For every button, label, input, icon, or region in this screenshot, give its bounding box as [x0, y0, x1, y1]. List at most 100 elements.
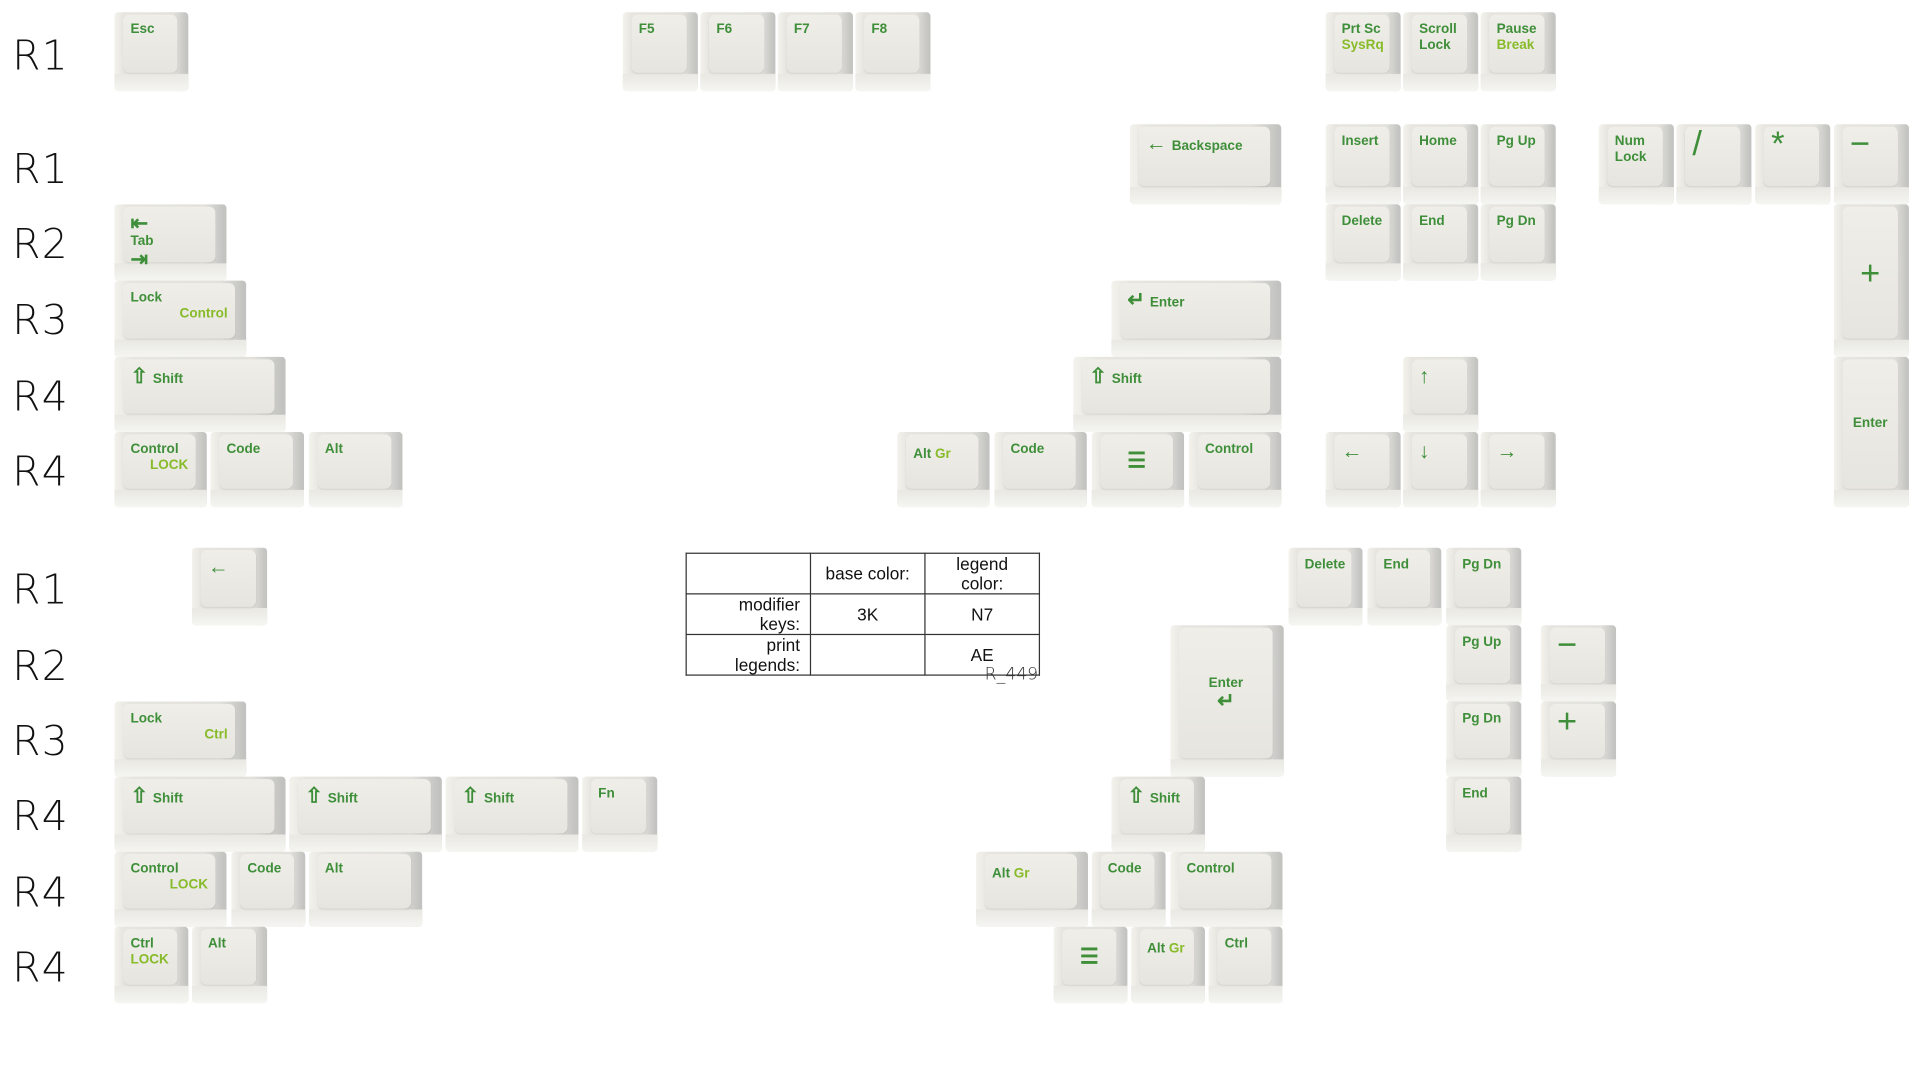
keycap-pg-up[interactable]: Pg Up: [1446, 625, 1522, 702]
keycap-f7[interactable]: F7: [777, 12, 853, 92]
keycap-end[interactable]: End: [1446, 776, 1522, 852]
key-legend: Ctrl: [130, 936, 154, 952]
key-legend: +: [1860, 252, 1881, 292]
keycap-backspace[interactable]: ←Backspace: [1129, 124, 1282, 205]
keycap-enter[interactable]: ↵Enter: [1111, 280, 1282, 357]
keycap-face: Alt: [317, 854, 412, 909]
keycap-f6[interactable]: F6: [700, 12, 776, 92]
key-legend: Enter: [1149, 295, 1185, 311]
keycap-enter[interactable]: Enter↵: [1170, 625, 1284, 777]
keycap--[interactable]: +: [1540, 701, 1617, 777]
keycap-insert[interactable]: Insert: [1325, 124, 1401, 205]
keycap-alt[interactable]: Alt: [308, 851, 423, 927]
keycap-face: Alt: [200, 929, 257, 985]
keycap-alt[interactable]: Alt: [192, 926, 268, 1004]
keycap-face: Enter: [1842, 359, 1898, 489]
keycap-enter[interactable]: Enter: [1833, 356, 1909, 508]
keycap-icon[interactable]: ↑: [1403, 356, 1479, 433]
keycap-icon[interactable]: ☰: [1091, 432, 1185, 508]
keycap-icon[interactable]: ←: [192, 547, 268, 626]
keycap-shift[interactable]: ⇧Shift: [445, 776, 579, 852]
shift-icon: ⇧: [130, 784, 149, 808]
keycap-alt[interactable]: Alt: [308, 432, 403, 508]
keycap-code[interactable]: Code: [231, 851, 306, 927]
render-code: R_449: [984, 664, 1039, 685]
key-legend: −: [1849, 124, 1871, 163]
left-arrow-icon: ←: [1145, 131, 1167, 156]
keycap-end[interactable]: End: [1403, 204, 1479, 281]
keycap-face: +: [1549, 703, 1605, 759]
keycap-end[interactable]: End: [1367, 547, 1442, 626]
keycap-tab[interactable]: ⇤Tab⇥: [114, 204, 227, 281]
keycap-code[interactable]: Code: [994, 432, 1087, 508]
table-cell: modifier keys:: [685, 593, 812, 636]
keycap-shift[interactable]: ⇧Shift: [114, 356, 286, 433]
keycap-pg-up[interactable]: Pg Up: [1480, 124, 1556, 205]
keycap--[interactable]: *: [1755, 124, 1831, 205]
keycap-code[interactable]: Code: [210, 432, 305, 508]
row-label: R4: [12, 943, 69, 992]
key-legend: Lock: [130, 290, 163, 306]
key-legend: Num: [1614, 134, 1645, 149]
keycap-icon[interactable]: ↓: [1403, 432, 1479, 508]
shift-icon: ⇧: [1127, 784, 1145, 808]
keycap-control[interactable]: Control: [1170, 851, 1283, 927]
keycap--[interactable]: +: [1833, 204, 1909, 357]
row-label: R3: [12, 716, 69, 765]
keycap-shift[interactable]: ⇧Shift: [1073, 356, 1282, 433]
key-sublegend: Gr: [1013, 866, 1030, 882]
table-cell: N7: [924, 593, 1041, 636]
keycap-shift[interactable]: ⇧Shift: [289, 776, 442, 852]
keycap-code[interactable]: Code: [1091, 851, 1166, 927]
tab-right-icon: ⇥: [130, 247, 149, 271]
table-cell: [809, 633, 926, 676]
keycap-shift[interactable]: ⇧Shift: [114, 776, 286, 852]
keycap-face: Code: [1100, 854, 1155, 909]
keycap-face: ⇧Shift: [454, 779, 568, 834]
keycap--[interactable]: −: [1833, 124, 1909, 205]
keycap-delete[interactable]: Delete: [1325, 204, 1401, 281]
keycap-ctrl[interactable]: Ctrl: [1208, 926, 1283, 1004]
keycap-face: ⇤Tab⇥: [123, 206, 216, 270]
keycap-icon[interactable]: ☰: [1053, 926, 1128, 1004]
keycap-esc[interactable]: Esc: [114, 12, 189, 92]
key-sublegend: Control: [179, 306, 228, 322]
keycap-pg-dn[interactable]: Pg Dn: [1480, 204, 1556, 281]
keycap-fn[interactable]: Fn: [582, 776, 658, 852]
keycap-face: Pg Dn: [1489, 206, 1545, 263]
keycap-pg-dn[interactable]: Pg Dn: [1446, 701, 1522, 777]
key-legend-line2: Lock: [1419, 38, 1451, 53]
key-legend: F5: [638, 22, 655, 37]
keycap-face: ↵Enter: [1120, 283, 1271, 339]
keycap-f5[interactable]: F5: [622, 12, 698, 92]
keycap-delete[interactable]: Delete: [1288, 547, 1363, 626]
keycap-home[interactable]: Home: [1403, 124, 1479, 205]
keycap--[interactable]: /: [1676, 124, 1752, 205]
keycap-shift[interactable]: ⇧Shift: [1111, 776, 1205, 852]
key-legend: Pg Up: [1496, 134, 1536, 149]
keycap-pg-dn[interactable]: Pg Dn: [1446, 547, 1522, 626]
keycap-control[interactable]: Control: [1188, 432, 1282, 508]
key-sublegend: Ctrl: [204, 727, 228, 743]
keycap-icon[interactable]: →: [1480, 432, 1556, 508]
keycap-f8[interactable]: F8: [855, 12, 931, 92]
keycap-icon[interactable]: ←: [1325, 432, 1401, 508]
keycap--[interactable]: −: [1540, 625, 1617, 702]
enter-arrow-icon: ↵: [1217, 688, 1235, 713]
